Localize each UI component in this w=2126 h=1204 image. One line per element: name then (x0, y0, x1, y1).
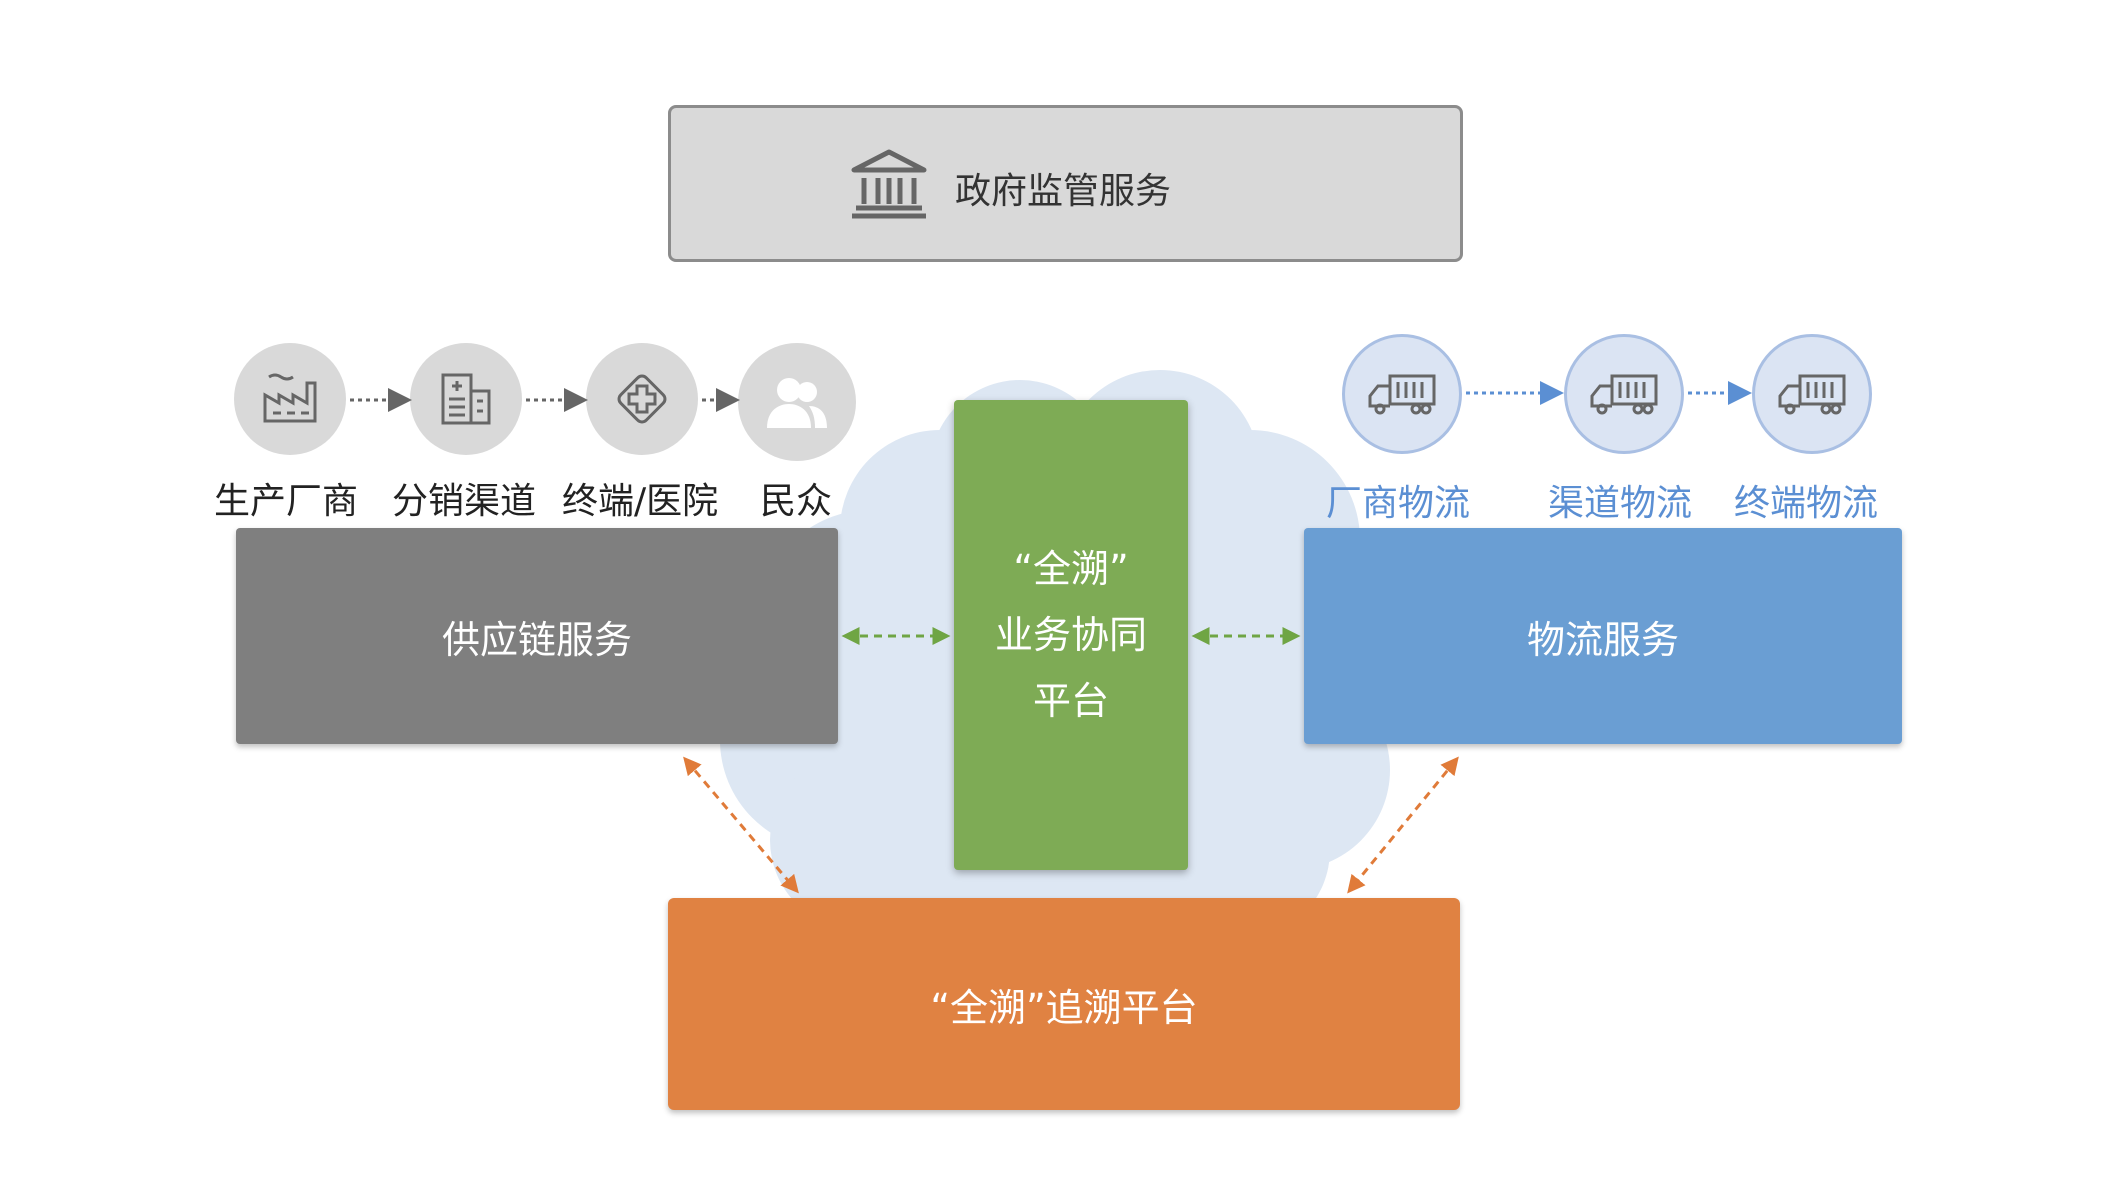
factory-icon (263, 373, 317, 423)
supply-node-label-factory: 生产厂商 (214, 481, 359, 522)
logistics-service-label: 物流服务 (1526, 617, 1679, 662)
collaboration-platform-box: “全溯” 业务协同 平台 (954, 400, 1188, 870)
logistics-node-label-channel: 渠道物流 (1548, 483, 1693, 524)
channel-logistics-node (1564, 334, 1684, 454)
factory-node (234, 343, 346, 455)
collaboration-platform-line1: “全溯” (1013, 547, 1129, 591)
traceability-platform-box: “全溯”追溯平台 (668, 898, 1460, 1110)
truck-icon (1778, 374, 1846, 415)
truck-icon (1368, 374, 1436, 415)
logistics-service-box: 物流服务 (1304, 528, 1902, 744)
supply-node-label-hospital: 终端/医院 (562, 481, 719, 522)
government-service-box (668, 105, 1463, 262)
logistics-node-label-terminal: 终端物流 (1734, 483, 1879, 524)
logistics-node-label-manufacturer: 厂商物流 (1326, 483, 1471, 524)
public-node (738, 343, 856, 461)
supply-chain-service-label: 供应链服务 (441, 617, 632, 662)
truck-icon (1590, 374, 1658, 415)
hospital-node (586, 343, 698, 455)
trace-link-arrows (683, 756, 1459, 894)
distribution-node (410, 343, 522, 455)
traceability-platform-label: “全溯”追溯平台 (930, 985, 1198, 1030)
building-icon (441, 373, 491, 425)
supply-node-label-public: 民众 (760, 481, 833, 522)
people-icon (767, 378, 827, 428)
supply-node-label-distribution: 分销渠道 (392, 481, 537, 522)
government-building-icon (851, 149, 927, 219)
terminal-logistics-node (1752, 334, 1872, 454)
manufacturer-logistics-node (1342, 334, 1462, 454)
collaboration-platform-line3: 平台 (1032, 679, 1109, 723)
hospital-cross-icon (617, 374, 667, 424)
collaboration-platform-line2: 业务协同 (994, 613, 1147, 657)
supply-chain-service-box: 供应链服务 (236, 528, 838, 744)
government-service-label: 政府监管服务 (955, 171, 1172, 212)
